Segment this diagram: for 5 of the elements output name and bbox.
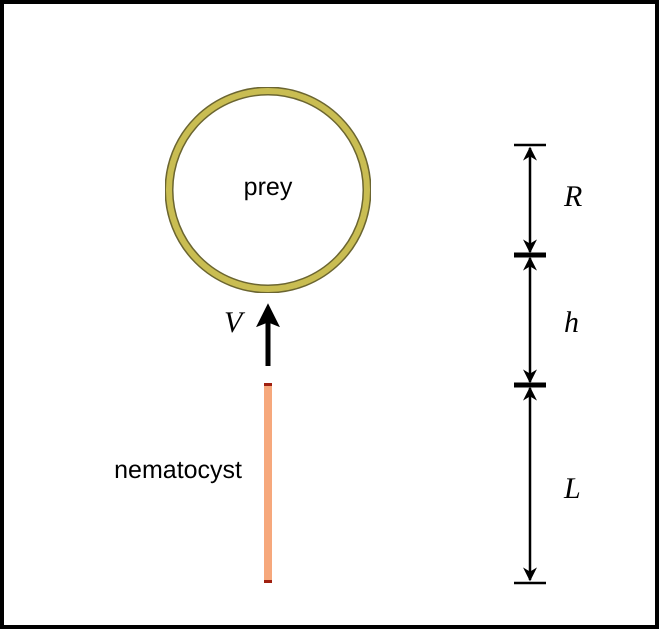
node-label: prey xyxy=(244,175,292,200)
dimension-label: h xyxy=(564,308,579,338)
dimension-label: R xyxy=(564,182,582,212)
dimension-label: L xyxy=(564,474,581,504)
node-label: nematocyst xyxy=(114,458,242,483)
